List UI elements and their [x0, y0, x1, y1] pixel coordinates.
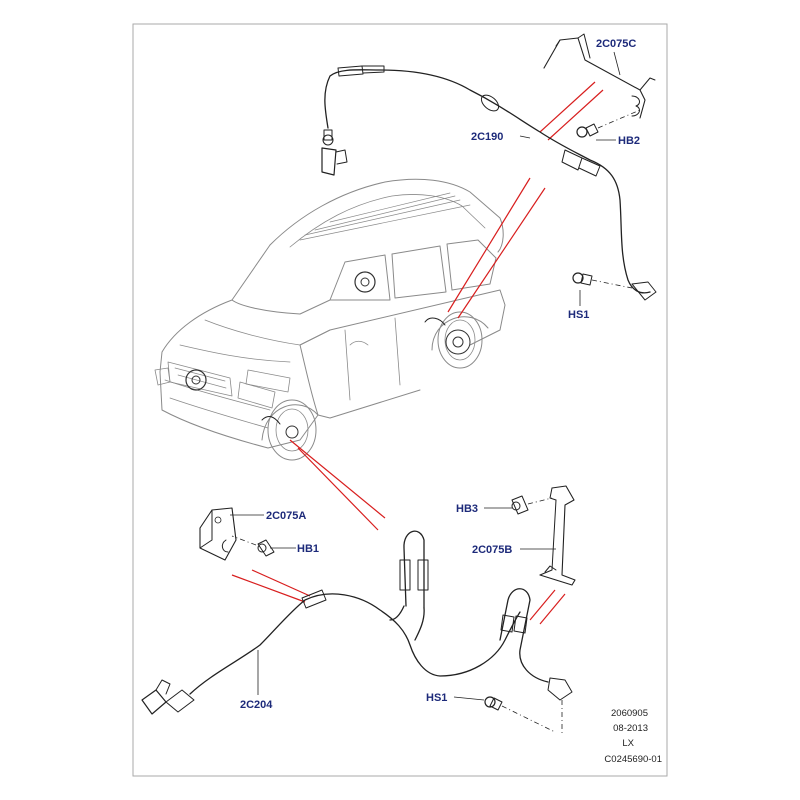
diagram-border [132, 23, 668, 777]
fastener-HB3 [511, 495, 553, 515]
callout-2C204: 2C204 [240, 699, 273, 711]
fastener-HB2 [576, 109, 641, 138]
vehicle-outline [154, 178, 506, 461]
callout-2C075C: 2C075C [596, 38, 636, 50]
callout-2C075B: 2C075B [472, 544, 512, 556]
sensor-harness-2C190 [321, 65, 657, 301]
callout-HB1: HB1 [297, 543, 319, 555]
info-block: 2060905 08-2013 LX C0245690-01 [604, 708, 662, 765]
info-line-2: 08-2013 [613, 723, 648, 734]
bracket-2C075C [543, 33, 656, 119]
fastener-HS1-bottom [484, 696, 563, 735]
callout-2C075A: 2C075A [266, 510, 306, 522]
callout-HS1-top: HS1 [568, 309, 589, 321]
bracket-2C075A [199, 507, 237, 561]
bracket-2C075B [539, 485, 576, 586]
callout-HB3: HB3 [456, 503, 478, 515]
callout-HS1-bottom: HS1 [426, 692, 447, 704]
info-line-3: LX [622, 738, 634, 749]
callout-2C190: 2C190 [471, 131, 503, 143]
info-line-1: 2060905 [611, 708, 648, 719]
fastener-HB1 [231, 535, 275, 557]
callout-HB2: HB2 [618, 135, 640, 147]
sensor-harness-2C204 [141, 530, 573, 715]
leader-lines [230, 51, 621, 701]
info-line-4: C0245690-01 [604, 754, 662, 765]
highlight-lines [231, 81, 604, 625]
fastener-HS1-top [572, 272, 633, 289]
